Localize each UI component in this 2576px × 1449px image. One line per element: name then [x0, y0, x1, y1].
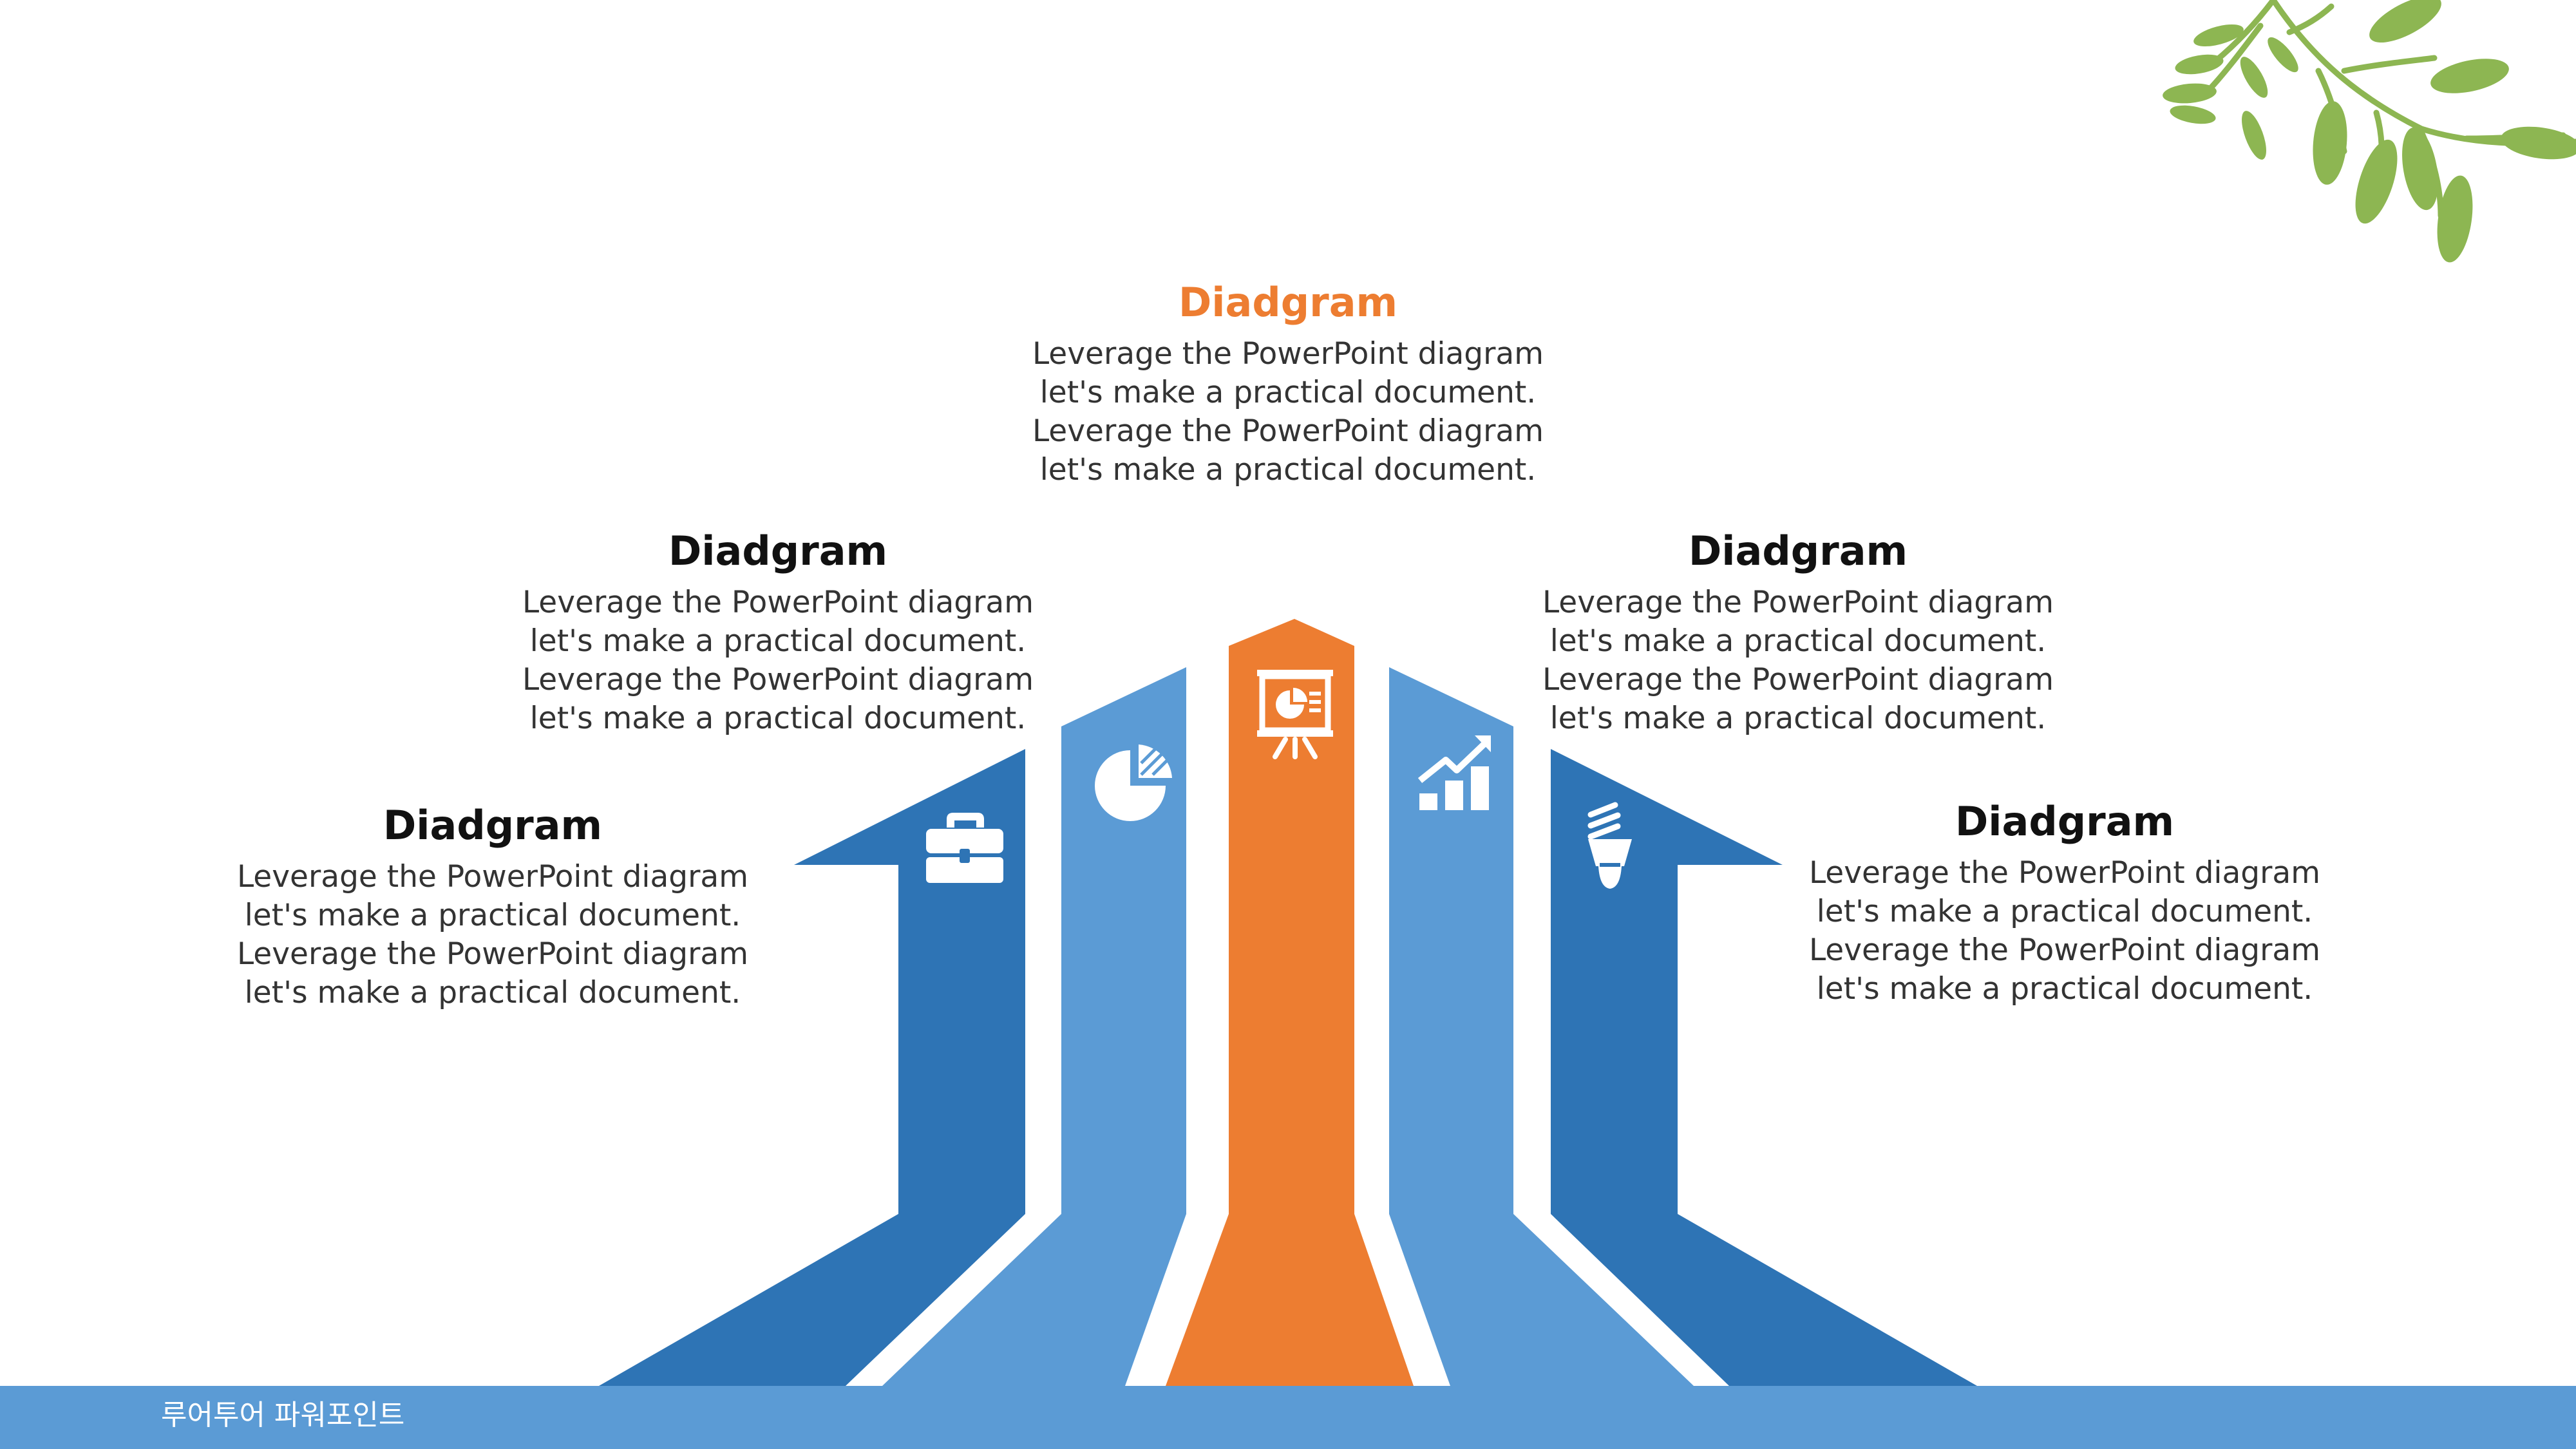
light-bulb-icon	[1587, 802, 1632, 889]
block-body: Leverage the PowerPoint diagram let's ma…	[522, 585, 1034, 736]
briefcase-icon	[926, 813, 1003, 883]
arrow-outer-left	[599, 749, 1025, 1386]
block-title: Diadgram	[1178, 279, 1398, 326]
arrow-outer-right	[1551, 749, 1977, 1386]
arrow-inner-right	[1389, 667, 1694, 1386]
footer-bar	[0, 1386, 2576, 1449]
text-block-lower-left: Diadgram Leverage the PowerPoint diagram…	[209, 800, 776, 1012]
text-block-top: Diadgram Leverage the PowerPoint diagram…	[1005, 277, 1571, 489]
block-body: Leverage the PowerPoint diagram let's ma…	[1032, 336, 1544, 488]
text-block-upper-right: Diadgram Leverage the PowerPoint diagram…	[1515, 526, 2081, 738]
leaf-branch-decoration	[2163, 0, 2576, 263]
bar-chart-growth-icon	[1417, 735, 1491, 810]
block-title: Diadgram	[1688, 527, 1908, 574]
block-title: Diadgram	[383, 802, 603, 849]
block-body: Leverage the PowerPoint diagram let's ma…	[236, 859, 749, 1010]
block-title: Diadgram	[1955, 798, 2175, 845]
pie-chart-icon	[1095, 744, 1172, 821]
presentation-board-icon	[1257, 670, 1333, 759]
arrow-inner-left	[882, 667, 1186, 1386]
footer-text: 루어투어 파워포인트	[161, 1399, 405, 1432]
block-body: Leverage the PowerPoint diagram let's ma…	[1542, 585, 2054, 736]
block-body: Leverage the PowerPoint diagram let's ma…	[1808, 855, 2321, 1007]
text-block-upper-left: Diadgram Leverage the PowerPoint diagram…	[495, 526, 1061, 738]
block-title: Diadgram	[668, 527, 888, 574]
text-block-lower-right: Diadgram Leverage the PowerPoint diagram…	[1781, 796, 2348, 1009]
arrow-center	[1166, 619, 1414, 1386]
